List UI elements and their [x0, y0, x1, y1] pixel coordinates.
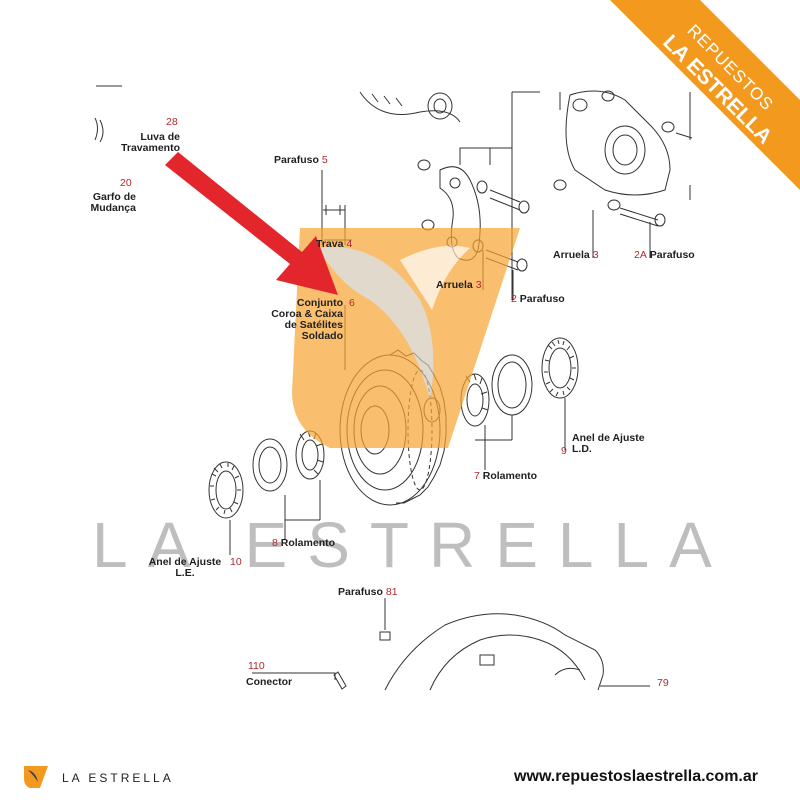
label-6: 6 — [349, 298, 355, 309]
label-20-text: Garfo de Mudança — [90, 191, 136, 214]
label-81: Parafuso 81 — [338, 587, 398, 598]
label-3b-number: 3 — [592, 249, 599, 261]
red-arrow — [165, 152, 338, 295]
label-9-number: 9 — [561, 445, 567, 457]
label-7: 7 Rolamento — [474, 471, 537, 482]
label-2A-number: 2A — [634, 249, 647, 261]
carrier-housing — [553, 90, 693, 200]
label-81-number: 81 — [385, 586, 398, 598]
part-10-adjust-ring — [208, 461, 244, 555]
part-79-housing — [384, 613, 650, 691]
part-110-connector — [252, 671, 347, 690]
label-5-text: Parafuso — [274, 154, 319, 166]
label-28: 28 — [166, 117, 178, 128]
label-5-number: 5 — [321, 154, 328, 166]
label-3b: Arruela 3 — [553, 250, 599, 261]
label-20: 20 — [120, 178, 132, 189]
label-79-number: 79 — [657, 677, 669, 689]
watermark-logo — [292, 228, 520, 448]
label-2A-text: Parafuso — [649, 249, 695, 261]
label-28-text: Luva de Travamento — [121, 131, 180, 154]
label-6-text: Conjunto Coroa & Caixa de Satélites Sold… — [271, 297, 343, 342]
label-2A: 2A Parafuso — [634, 250, 695, 261]
label-4-text: Trava — [316, 238, 344, 250]
label-3b-text: Arruela — [553, 249, 590, 261]
part-28-fragment — [94, 117, 104, 143]
label-2: 2 Parafuso — [511, 294, 565, 305]
footer-brand: LA ESTRELLA — [62, 771, 174, 785]
label-110: 110 — [248, 661, 265, 672]
label-3a-number: 3 — [475, 279, 482, 291]
label-6-number: 6 — [349, 297, 355, 309]
part-81-bolt — [379, 598, 391, 641]
label-9: 9 — [561, 446, 567, 457]
label-8: 8 Rolamento — [272, 538, 335, 549]
label-20-number: 20 — [120, 177, 132, 189]
label-3a-text: Arruela — [436, 279, 473, 291]
label-110-number: 110 — [248, 660, 265, 672]
label-110-text: Conector — [246, 676, 293, 688]
label-79: 79 — [657, 678, 669, 689]
upper-bearing-fragment — [359, 91, 461, 123]
label-7-number: 7 — [474, 470, 480, 482]
label-7-text: Rolamento — [482, 470, 538, 482]
label-10-number: 10 — [230, 556, 242, 568]
footer-logo-icon — [24, 766, 48, 788]
part-9-adjust-ring — [541, 337, 579, 450]
label-5: Parafuso 5 — [274, 155, 328, 166]
label-4-number: 4 — [346, 238, 353, 250]
watermark-text: LA ESTRELLA — [92, 509, 732, 581]
label-8-text: Rolamento — [280, 537, 336, 549]
label-2-text: Parafuso — [519, 293, 565, 305]
label-81-text: Parafuso — [338, 586, 383, 598]
label-10-text: Anel de Ajuste L.E. — [148, 556, 222, 579]
label-3a: Arruela 3 — [436, 280, 482, 291]
label-28-number: 28 — [166, 116, 178, 128]
label-2-number: 2 — [511, 293, 517, 305]
label-8-number: 8 — [272, 537, 278, 549]
label-10: 10 — [230, 557, 242, 568]
leader-top-cluster — [459, 91, 561, 300]
label-4: Trava 4 — [316, 239, 352, 250]
part-2A-bolt — [592, 199, 666, 258]
footer-url[interactable]: www.repuestoslaestrella.com.ar — [514, 768, 758, 785]
label-9-text: Anel de Ajuste L.D. — [572, 432, 645, 455]
